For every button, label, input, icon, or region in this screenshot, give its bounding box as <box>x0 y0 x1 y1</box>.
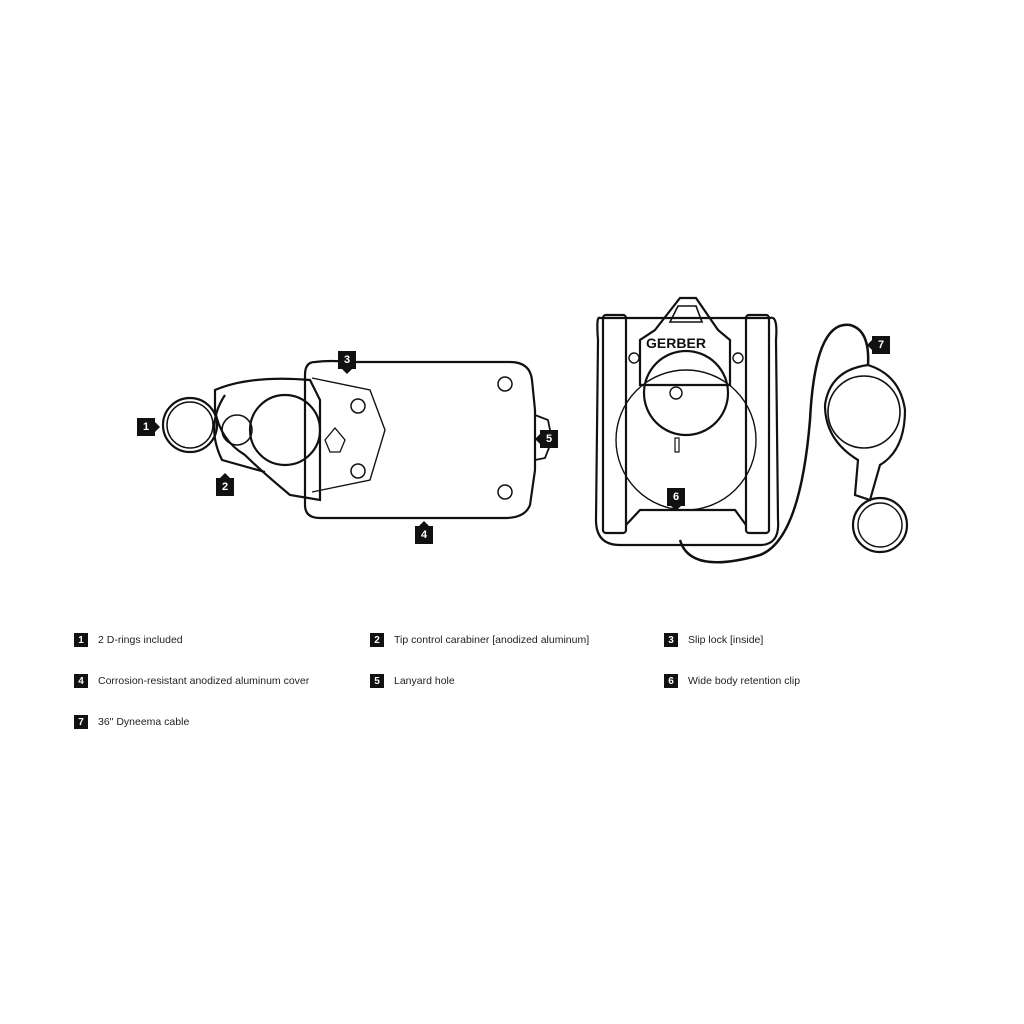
legend-item-7: 7 36" Dyneema cable <box>74 715 189 729</box>
legend-text: Lanyard hole <box>394 675 455 687</box>
aluminum-cover <box>303 359 537 520</box>
callout-2: 2 <box>216 473 234 496</box>
legend-number: 3 <box>664 633 678 647</box>
legend-text: Corrosion-resistant anodized aluminum co… <box>98 675 310 687</box>
legend-item-3: 3 Slip lock [inside] <box>664 633 763 647</box>
legend-item-4: 4 Corrosion-resistant anodized aluminum c… <box>74 674 309 688</box>
callout-3: 3 <box>338 351 356 374</box>
legend-text: Wide body retention clip <box>688 675 801 687</box>
legend-number: 6 <box>664 674 678 688</box>
d-ring <box>161 396 219 454</box>
carabiner <box>213 377 322 502</box>
callout-1: 1 <box>137 418 160 436</box>
legend-number: 7 <box>74 715 88 729</box>
gerber-brand-logo: GERBER <box>646 335 706 351</box>
callout-5: 5 <box>535 430 558 448</box>
callout-7: 7 <box>867 336 890 354</box>
legend-number: 1 <box>74 633 88 647</box>
legend-text: Tip control carabiner [anodized aluminum… <box>394 634 590 646</box>
legend-text: 2 D-rings included <box>98 634 183 646</box>
legend-item-2: 2 Tip control carabiner [anodized aluminu… <box>370 633 589 647</box>
legend-item-5: 5 Lanyard hole <box>370 674 455 688</box>
legend-number: 2 <box>370 633 384 647</box>
legend-text: Slip lock [inside] <box>688 634 764 646</box>
dyneema-cable <box>678 323 870 564</box>
legend-number: 5 <box>370 674 384 688</box>
callout-4: 4 <box>415 521 433 544</box>
callout-6: 6 <box>667 488 685 511</box>
legend-number: 4 <box>74 674 88 688</box>
gerber-logo-icon <box>324 426 346 453</box>
side-view-device <box>161 359 553 520</box>
legend-item-6: 6 Wide body retention clip <box>664 674 800 688</box>
legend-item-1: 1 2 D-rings included <box>74 633 183 647</box>
legend-text: 36" Dyneema cable <box>98 716 190 728</box>
front-view-device <box>594 296 909 564</box>
